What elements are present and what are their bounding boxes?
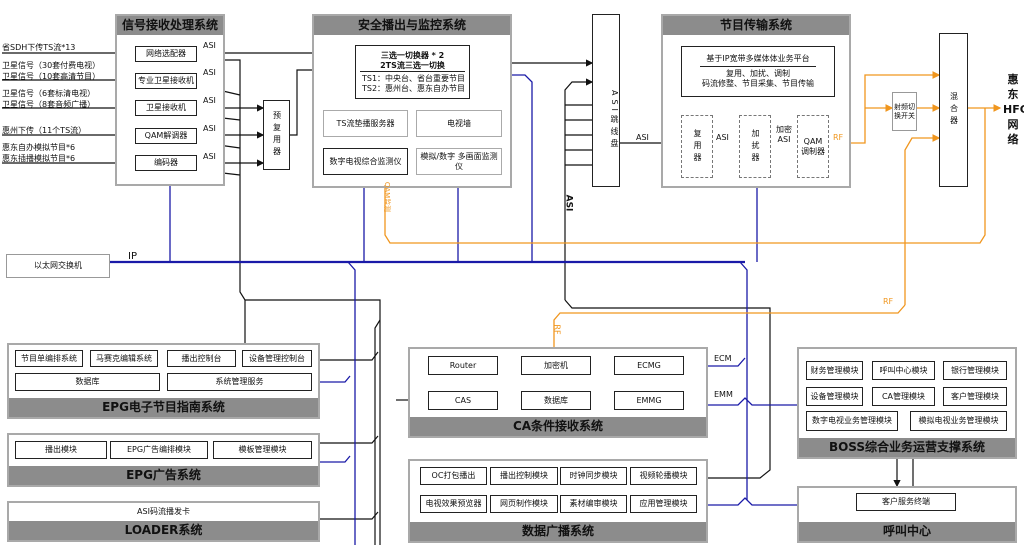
multiplexer[interactable]: 复用器 [681, 115, 713, 178]
boss-module[interactable]: 设备管理模块 [806, 387, 863, 406]
input-label: 惠东自办模拟节目*6 [2, 143, 76, 152]
tv-wall[interactable]: 电视墙 [416, 110, 502, 137]
emm-label: EMM [714, 390, 733, 399]
rf-label: RF [883, 297, 894, 306]
data-broadcast-system-title: 数据广播系统 [410, 522, 706, 541]
asi-label: ASI [203, 68, 216, 77]
boss-system-title: BOSS综合业务运营支撑系统 [799, 438, 1015, 457]
switcher[interactable]: 三选一切换器 * 2 2TS流三选一切换 TS1：中央台、省台重要节目 TS2：… [355, 45, 470, 99]
db-module[interactable]: OC打包播出 [420, 467, 487, 485]
qam-monitor-label: QAM监测 [383, 181, 392, 213]
pre-multiplexer[interactable]: 预复用器 [263, 100, 290, 170]
boss-module[interactable]: 财务管理模块 [806, 361, 863, 380]
safety-system-title: 安全播出与监控系统 [314, 16, 510, 35]
qam-modulator[interactable]: QAM调制器 [797, 115, 829, 178]
boss-module[interactable]: 银行管理模块 [943, 361, 1007, 380]
ip-platform: 基于IP宽带多媒体体业务平台 复用、加扰、调制 码流修整、节目采集、节目传输 [681, 46, 835, 97]
asi-label: ASI [203, 124, 216, 133]
boss-module[interactable]: 客户管理模块 [943, 387, 1007, 406]
epg-ad-module[interactable]: EPG广告编排模块 [110, 441, 208, 459]
db-module[interactable]: 时钟同步模块 [560, 467, 627, 485]
asi-label: ASI [203, 152, 216, 161]
boss-module[interactable]: 呼叫中心模块 [872, 361, 935, 380]
switch-line1: 三选一切换器 * 2 [380, 50, 445, 60]
asi-patch-panel[interactable]: ASI跳线盘 [592, 14, 620, 187]
epg-ad-module[interactable]: 模板管理模块 [213, 441, 312, 459]
mixer[interactable]: 混合器 [939, 33, 968, 187]
boss-module[interactable]: 模拟电视业务管理模块 [910, 411, 1007, 431]
boss-module[interactable]: CA管理模块 [872, 387, 935, 406]
loader-system: ASI码流播发卡 LOADER系统 [7, 501, 320, 542]
platform-title: 基于IP宽带多媒体体业务平台 [700, 54, 816, 67]
qam-demodulator[interactable]: QAM解调器 [135, 128, 197, 144]
ts-server[interactable]: TS流垫播服务器 [323, 110, 408, 137]
ecm-label: ECM [714, 354, 732, 363]
customer-service-terminal[interactable]: 客户服务终端 [856, 493, 956, 511]
input-label: 惠东插播模拟节目*6 [2, 154, 76, 163]
transmission-system-title: 节目传输系统 [663, 16, 849, 35]
epg-module[interactable]: 节目单编排系统 [15, 350, 83, 367]
asi-label: ASI [716, 133, 729, 142]
encrypted-asi-label: 加密ASI [776, 125, 792, 144]
ethernet-switch[interactable]: 以太网交换机 [6, 254, 110, 278]
loader-system-title: LOADER系统 [9, 521, 318, 540]
cas[interactable]: CAS [428, 391, 498, 410]
call-center-title: 呼叫中心 [799, 522, 1015, 541]
asi-label: ASI [563, 194, 574, 212]
input-label: 卫星信号（8套音频广播） [2, 100, 96, 109]
ca-system-title: CA条件接收系统 [410, 417, 706, 436]
rf-label: RF [552, 324, 562, 335]
epg-system-title: EPG电子节目指南系统 [9, 398, 318, 417]
platform-line2: 码流修整、节目采集、节目传输 [702, 79, 814, 88]
db-module[interactable]: 视频轮播模块 [630, 467, 697, 485]
rf-switch[interactable]: 射频切换开关 [892, 92, 917, 131]
ts1-label: TS1：中央台、省台重要节目 [362, 73, 466, 83]
asi-label: ASI [636, 133, 649, 142]
epg-module[interactable]: 数据库 [15, 373, 160, 391]
db-module[interactable]: 电视效果预览器 [420, 495, 487, 513]
switch-line2: 2TS流三选一切换 [360, 61, 465, 72]
encoder[interactable]: 编码器 [135, 155, 197, 171]
db-module[interactable]: 应用管理模块 [630, 495, 697, 513]
satellite-receiver[interactable]: 卫星接收机 [135, 100, 197, 116]
epg-module[interactable]: 播出控制台 [167, 350, 236, 367]
input-label: 省SDH下传TS流*13 [2, 43, 76, 52]
asi-card: ASI码流播发卡 [137, 507, 190, 516]
router[interactable]: Router [428, 356, 498, 375]
encryptor[interactable]: 加密机 [521, 356, 591, 375]
input-label: 卫星信号（30套付费电视） [2, 61, 101, 70]
pro-satellite-receiver[interactable]: 专业卫星接收机 [135, 73, 197, 89]
ecmg[interactable]: ECMG [614, 356, 684, 375]
epg-ad-system-title: EPG广告系统 [9, 466, 318, 485]
epg-module[interactable]: 马赛克编辑系统 [90, 350, 158, 367]
epg-module[interactable]: 系统管理服务 [167, 373, 312, 391]
emmg[interactable]: EMMG [614, 391, 684, 410]
signal-system-title: 信号接收处理系统 [117, 16, 223, 35]
asi-label: ASI [203, 41, 216, 50]
ip-label: IP [128, 251, 137, 262]
input-label: 卫星信号（10套高清节目） [2, 72, 101, 81]
rf-label: RF [833, 133, 844, 142]
epg-module[interactable]: 设备管理控制台 [242, 350, 312, 367]
boss-module[interactable]: 数字电视业务管理模块 [806, 411, 898, 431]
network-adapter[interactable]: 网络选配器 [135, 46, 197, 62]
dtv-monitor[interactable]: 数字电视综合监测仪 [323, 148, 408, 175]
multiview-monitor[interactable]: 模拟/数字 多画面监测仪 [416, 148, 502, 175]
ts2-label: TS2：惠州台、惠东自办节目 [362, 83, 466, 93]
db-module[interactable]: 播出控制模块 [490, 467, 558, 485]
hfc-network-label: 惠东HFC网络 [1003, 73, 1024, 146]
platform-line1: 复用、加扰、调制 [726, 69, 790, 78]
input-label: 卫星信号（6套标清电视） [2, 89, 96, 98]
scrambler[interactable]: 加扰器 [739, 115, 771, 178]
ca-database[interactable]: 数据库 [521, 391, 591, 410]
asi-label: ASI [203, 96, 216, 105]
input-label: 惠州下传（11个TS流） [2, 126, 87, 135]
db-module[interactable]: 网页制作模块 [490, 495, 558, 513]
db-module[interactable]: 素材编审模块 [560, 495, 627, 513]
epg-ad-module[interactable]: 播出模块 [15, 441, 107, 459]
